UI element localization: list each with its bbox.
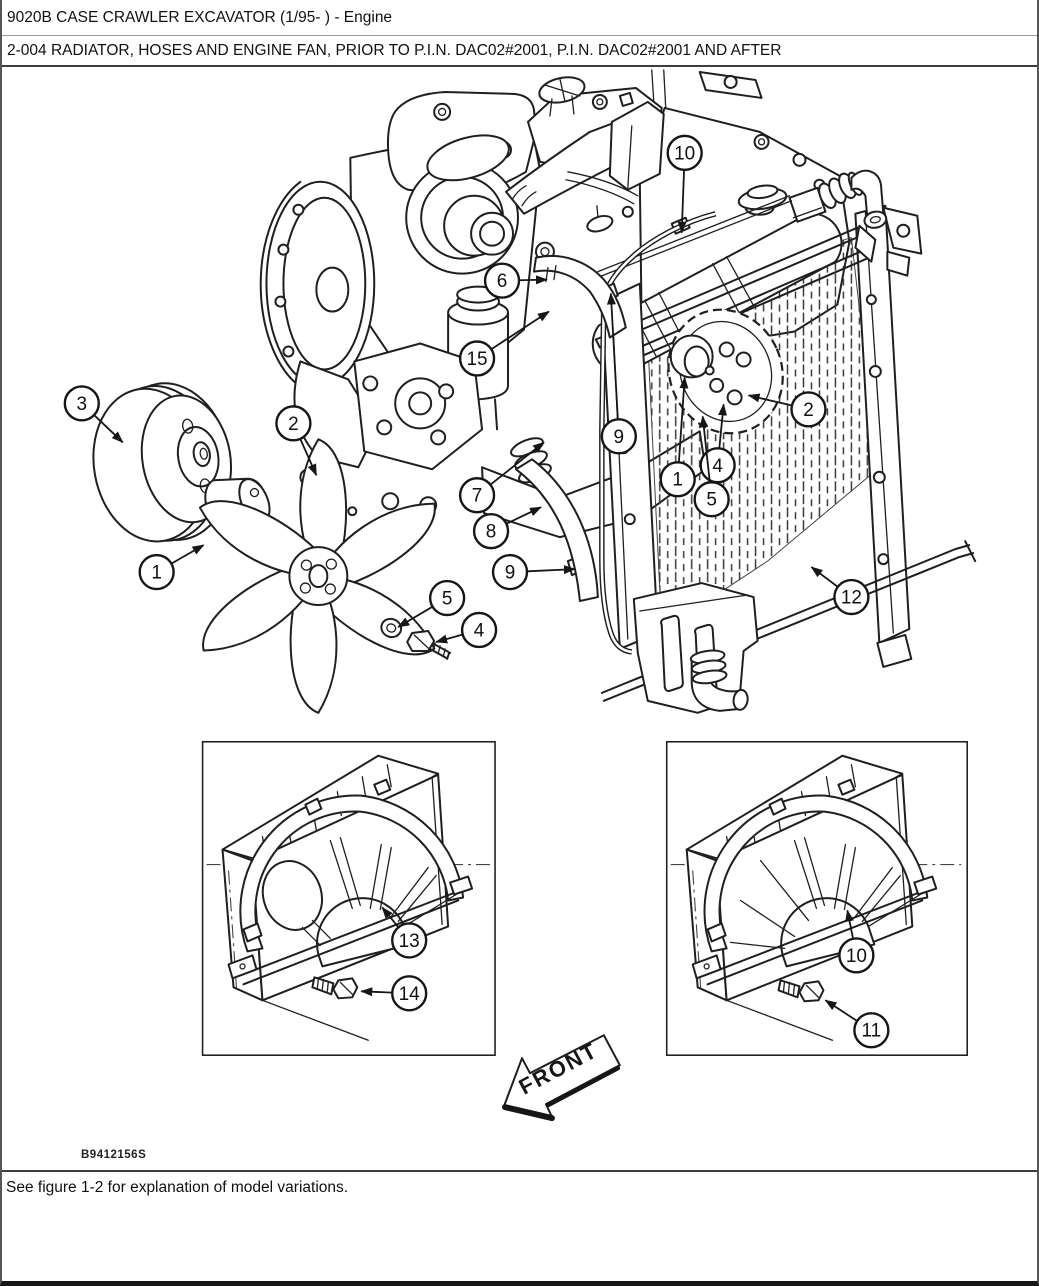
callout-5: 5 [693,415,730,518]
callout-3: 3 [63,385,124,444]
callout-2: 2 [275,405,318,477]
svg-text:1: 1 [151,563,162,584]
svg-text:9: 9 [505,563,516,584]
fan-drive-drawing [92,382,452,714]
callout-9: 9 [491,553,576,591]
callout-13: 13 [381,906,428,959]
figure-caption: See figure 1-2 for explanation of model … [6,1179,349,1196]
callout-1: 1 [659,376,696,498]
callout-14: 14 [360,975,428,1012]
svg-text:4: 4 [474,620,485,641]
page-title: 9020B CASE CRAWLER EXCAVATOR (1/95- ) - … [2,0,1037,36]
svg-text:7: 7 [472,486,483,507]
svg-text:8: 8 [486,522,497,543]
callout-7: 7 [458,441,545,514]
callout-10: 10 [666,134,703,234]
callout-6: 6 [483,262,548,299]
svg-text:10: 10 [674,143,695,164]
inset-left [201,740,496,1057]
svg-text:11: 11 [862,1021,882,1042]
svg-text:1: 1 [672,470,683,491]
callout-15: 15 [458,310,550,377]
svg-text:5: 5 [706,490,717,511]
callout-10: 10 [838,909,875,974]
figure-image-code: B9412156S [81,1149,147,1161]
callout-5: 5 [397,579,466,628]
svg-text:2: 2 [288,414,299,435]
front-arrow: FRONT [502,1034,621,1122]
svg-text:3: 3 [77,394,88,415]
svg-text:14: 14 [399,984,420,1005]
svg-text:12: 12 [841,588,862,609]
svg-text:4: 4 [712,456,723,477]
svg-text:15: 15 [467,349,488,370]
fan-bolt [406,629,452,660]
fan-washer [380,617,403,639]
svg-text:2: 2 [803,400,814,421]
callout-9: 9 [600,292,637,455]
callout-11: 11 [824,999,890,1049]
svg-text:13: 13 [399,931,420,952]
inset-right [665,740,968,1057]
callout-1: 1 [138,544,205,591]
callout-8: 8 [472,506,542,550]
radiator-drawing [566,169,977,714]
callout-4: 4 [435,611,498,649]
section-title: 2-004 RADIATOR, HOSES AND ENGINE FAN, PR… [2,36,1037,67]
callout-12: 12 [810,566,870,616]
svg-text:9: 9 [614,427,625,448]
fan-blades [198,438,436,714]
svg-text:10: 10 [846,946,867,967]
svg-text:6: 6 [497,271,508,292]
svg-text:5: 5 [442,589,453,610]
callout-2: 2 [747,391,827,428]
